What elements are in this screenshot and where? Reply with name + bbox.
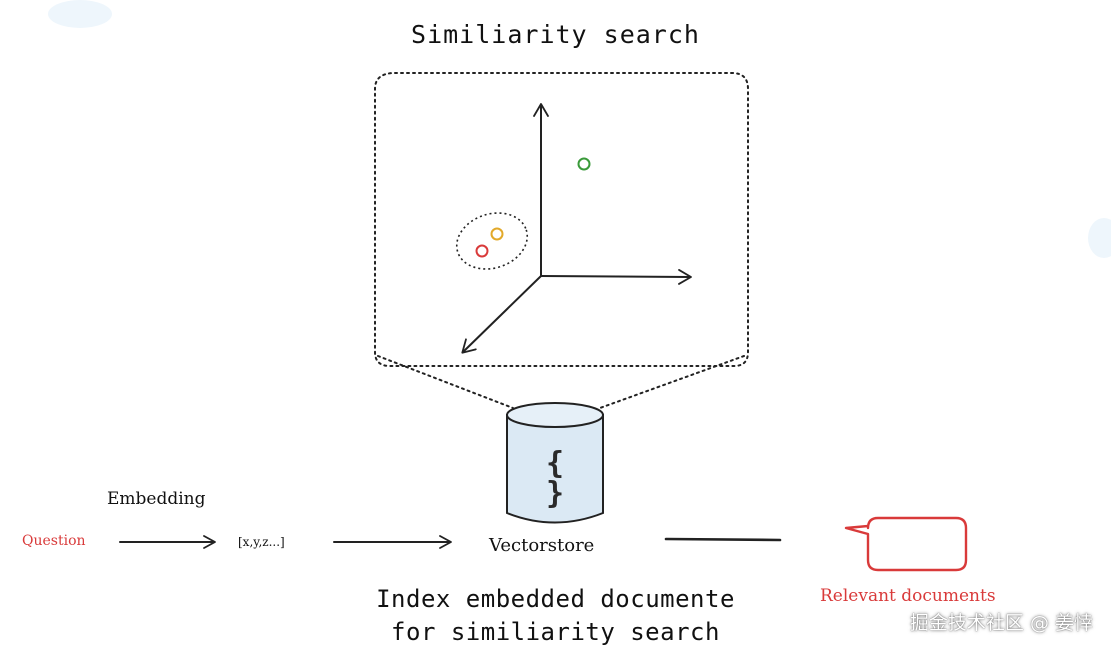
diagram-title: Similiarity search <box>411 20 700 49</box>
search-panel-border <box>374 72 749 367</box>
line-store-to-output <box>664 537 782 542</box>
green-point <box>577 157 591 171</box>
red-point <box>475 244 489 258</box>
vectorstore-cylinder-top <box>506 402 604 428</box>
background-cloud <box>48 0 112 28</box>
watermark: 掘金技术社区 @ 姜悻 <box>909 612 1093 634</box>
relevant-documents-label: Relevant documents <box>820 586 996 606</box>
json-braces-icon: { } <box>545 446 565 511</box>
caption-line-1: Index embedded documente <box>376 585 735 613</box>
z-axis-arrow <box>461 275 542 354</box>
background-cloud <box>1088 218 1111 258</box>
question-label: Question <box>22 533 86 549</box>
embedding-label: Embedding <box>107 489 206 509</box>
similar-cluster-outline <box>455 212 529 270</box>
relevant-documents-bubble <box>844 516 968 572</box>
vectorstore-cylinder <box>506 414 604 524</box>
yellow-point <box>490 227 504 241</box>
zoom-line-left <box>377 355 514 409</box>
vectorstore-label: Vectorstore <box>489 535 595 556</box>
zoom-line-right <box>599 355 745 409</box>
vector-label: [x,y,z...] <box>238 535 285 549</box>
x-axis-arrow <box>540 269 692 285</box>
caption-line-2: for similiarity search <box>391 618 720 646</box>
